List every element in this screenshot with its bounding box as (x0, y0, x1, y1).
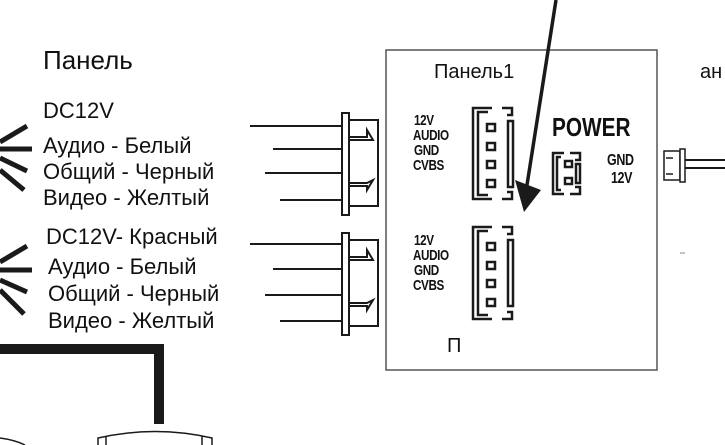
wire-label-common-2: Общий - Черный (48, 281, 220, 306)
cut-off-label: ан (700, 61, 723, 83)
pin-label: 12V (414, 232, 434, 249)
pin-label: AUDIO (413, 127, 449, 144)
power-header (551, 151, 582, 196)
wire-label-audio-2: Аудио - Белый (48, 254, 197, 279)
pin-label: GND (414, 262, 439, 279)
device-outline (0, 430, 213, 445)
pin-label: 12V (414, 112, 434, 129)
monitor-box (385, 49, 658, 371)
header-connector-2 (471, 225, 515, 321)
wire-label-dc12v: DC12V (43, 98, 114, 123)
wire-label-dc12v-red: DC12V- Красный (46, 224, 218, 249)
power-label: POWER (552, 112, 631, 142)
plug-connector-2 (341, 232, 379, 336)
power-plug (663, 148, 725, 183)
wire-bundle-2 (0, 243, 32, 316)
power-pin-label: GND (607, 152, 634, 169)
wire-label-audio: Аудио - Белый (43, 133, 192, 158)
pin-label: CVBS (413, 157, 444, 174)
cable (0, 344, 164, 424)
monitor-box-title: Панель1 (434, 61, 515, 83)
wire-label-video: Видео - Желтый (43, 185, 210, 210)
wire-bundle-1 (0, 123, 32, 192)
wire-label-common: Общий - Черный (43, 159, 215, 184)
wire-label-video-2: Видео - Желтый (48, 308, 215, 333)
leader-lines-1 (250, 125, 343, 201)
connector2-label: П (447, 335, 462, 357)
plug-connector-1 (341, 112, 379, 216)
leader-lines-2 (250, 243, 343, 322)
header-connector-1 (471, 106, 515, 201)
power-pin-label: 12V (611, 170, 633, 187)
pointer-arrow (515, 0, 558, 212)
pin-label: GND (414, 142, 439, 159)
panel-title: Панель (43, 45, 133, 75)
pin-label: CVBS (413, 277, 444, 294)
pin-label: AUDIO (413, 247, 449, 264)
